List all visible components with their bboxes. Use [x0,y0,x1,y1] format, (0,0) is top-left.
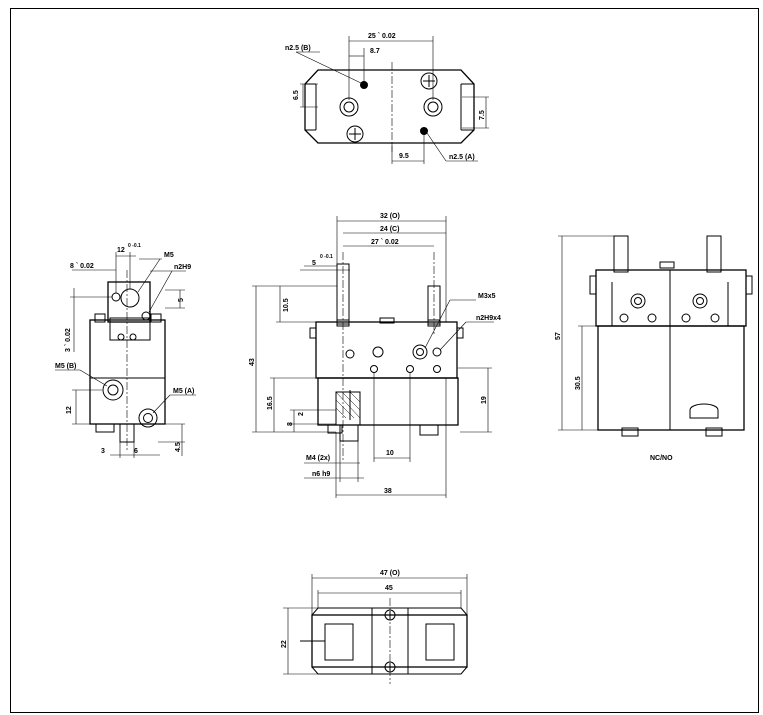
label-left-m5a: M5 (A) [173,388,194,395]
dim-top-25: 25 ` 0.02 [368,33,396,40]
top-view-body [304,62,475,152]
label-front-n2h9: n2H9x4 [476,315,501,322]
top-view-dimensions [295,36,489,164]
bottom-view-body [300,598,468,684]
dim-front-19: 19 [481,396,488,404]
dim-top-7.5: 7.5 [479,110,486,120]
dim-left-5: 5 [178,298,185,302]
dim-top-9.5: 9.5 [399,153,409,160]
label-port-b: n2.5 (B) [285,45,311,52]
dim-left-12-tolerance: 0 -0.1 [128,243,141,249]
dim-front-27: 27 ` 0.02 [371,239,399,246]
front-view-dimensions [252,216,494,498]
bottom-view-dimensions [283,574,468,675]
dim-front-16.5: 16.5 [267,396,274,410]
label-front-n6: n6 h9 [312,471,330,478]
dim-bottom-22: 22 [281,640,288,648]
label-port-a: n2.5 (A) [449,154,475,161]
dim-front-10: 10 [386,450,394,457]
front-view-body [309,252,464,460]
top-view-fittings [339,72,443,143]
dim-left-3: 3 ` 0.02 [65,328,72,352]
dim-top-8.7: 8.7 [370,48,380,55]
dim-left-6: 6 [134,448,138,455]
dim-bottom-47: 47 (O) [380,570,400,577]
label-left-m5: M5 [164,252,174,259]
dim-bottom-45: 45 [385,585,393,592]
dim-right-30.5: 30.5 [575,376,582,390]
dim-left-12: 12 [117,247,125,254]
label-left-n2h9: n2H9 [174,264,191,271]
right-view-body [589,235,753,437]
dim-front-5: 5 [312,260,316,267]
drawing-border [10,8,759,713]
label-left-m5b: M5 (B) [55,363,76,370]
dim-left-8: 8 ` 0.02 [70,263,94,270]
label-front-m4: M4 (2x) [306,455,330,462]
left-view-dimensions [55,252,196,458]
dim-front-32: 32 (O) [380,213,400,220]
dim-left-12b: 12 [66,406,73,414]
dim-front-38: 38 [384,488,392,495]
dim-front-5-tolerance: 0 -0.1 [320,254,333,260]
right-view-dimensions [558,235,614,431]
bottom-view [283,574,468,684]
front-view [252,216,494,498]
left-view-body [89,270,166,450]
dim-front-43: 43 [249,358,256,366]
dim-left-3b: 3 [101,448,105,455]
caption-nc-no: NC/NO [650,455,673,462]
label-front-m3: M3x5 [478,293,496,300]
dim-front-10.5: 10.5 [283,298,290,312]
dim-front-2: 2 [298,412,305,416]
dim-front-24: 24 (C) [380,226,399,233]
dim-right-57: 57 [555,332,562,340]
dim-top-6.5: 6.5 [293,90,300,100]
left-view [55,252,196,458]
right-view [558,235,753,437]
dim-left-4.5: 4.5 [175,442,182,452]
top-view [295,36,489,164]
dim-front-8: 8 [287,422,294,426]
